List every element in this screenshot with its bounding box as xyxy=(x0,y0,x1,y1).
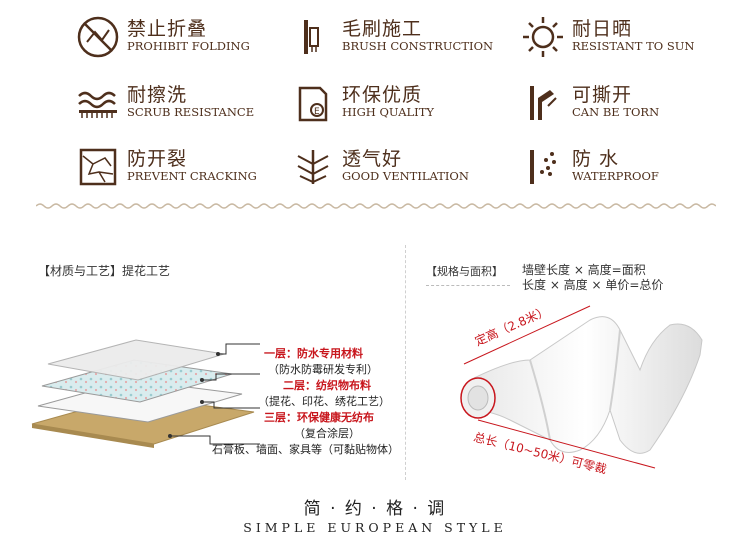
wallpaper-sheet xyxy=(469,316,703,454)
feature-subtitle: PREVENT CRACKING xyxy=(127,169,257,183)
feature-subtitle: CAN BE TORN xyxy=(572,105,660,119)
feature-subtitle: WATERPROOF xyxy=(572,169,659,183)
wavy-divider xyxy=(36,203,716,209)
price-formula: 长度 × 高度 × 单价=总价 xyxy=(522,278,664,292)
crack-icon xyxy=(79,148,117,186)
base-surfaces-label: 石膏板、墙面、家具等（可黏贴物体） xyxy=(212,443,399,456)
brush-icon xyxy=(304,20,319,54)
feature-title: 防开裂 xyxy=(127,148,188,170)
waterproof-icon xyxy=(530,150,556,184)
spec-header-underline xyxy=(426,285,510,286)
feature-subtitle: PROHIBIT FOLDING xyxy=(127,39,250,53)
footer-english-slogan: SIMPLE EUROPEAN STYLE xyxy=(243,520,507,535)
feature-prevent-cracking: 防开裂 PREVENT CRACKING xyxy=(75,142,295,192)
layer1-title: 一层：防水专用材料 xyxy=(264,347,363,360)
tear-icon xyxy=(530,86,557,120)
feature-subtitle: BRUSH CONSTRUCTION xyxy=(342,39,494,53)
footer-chinese-slogan: 简 · 约 · 格 · 调 xyxy=(303,499,447,519)
feature-title: 可撕开 xyxy=(572,84,633,106)
feature-prohibit-folding: 禁止折叠 PROHIBIT FOLDING xyxy=(75,12,295,62)
eco-roll-icon: E xyxy=(298,86,328,122)
feature-brush-construction: 毛刷施工 BRUSH CONSTRUCTION xyxy=(290,12,510,62)
layer2-title: 二层：纺织物布料 xyxy=(283,379,371,392)
feature-subtitle: GOOD VENTILATION xyxy=(342,169,469,183)
feature-scrub-resistance: 耐擦洗 SCRUB RESISTANCE xyxy=(75,78,295,128)
material-header: 【材质与工艺】提花工艺 xyxy=(38,264,171,278)
wallpaper-roll-illustration xyxy=(460,305,703,469)
feature-subtitle: RESISTANT TO SUN xyxy=(572,39,695,53)
feature-title: 毛刷施工 xyxy=(342,18,423,40)
material-layers-diagram xyxy=(31,339,255,448)
feature-title: 禁止折叠 xyxy=(127,18,208,40)
feature-resistant-to-sun: 耐日晒 RESISTANT TO SUN xyxy=(520,12,740,62)
svg-text:E: E xyxy=(314,107,320,117)
feature-good-ventilation: 透气好 GOOD VENTILATION xyxy=(290,142,510,192)
area-formula: 墙壁长度 × 高度=面积 xyxy=(522,263,646,277)
feature-waterproof: 防 水 WATERPROOF xyxy=(520,142,740,192)
feature-title: 耐擦洗 xyxy=(127,84,188,106)
leader-lines xyxy=(168,343,260,445)
no-folding-icon xyxy=(77,16,119,58)
feature-title: 防 水 xyxy=(572,148,620,170)
section-separator xyxy=(405,245,406,480)
layer-base-board-edge xyxy=(32,424,154,448)
layer2-subtitle: （提花、印花、绣花工艺） xyxy=(258,395,390,408)
height-dimension-line xyxy=(463,305,591,365)
spec-header: 【规格与面积】 xyxy=(426,265,503,278)
scrub-waves-icon xyxy=(78,91,117,118)
layer1-subtitle: （防水防霉研发专利） xyxy=(268,363,378,376)
feature-subtitle: SCRUB RESISTANCE xyxy=(127,105,255,119)
length-dimension-line xyxy=(477,419,656,469)
feature-high-quality: E 环保优质 HIGH QUALITY xyxy=(290,78,510,128)
layer3-subtitle: （复合涂层） xyxy=(294,427,360,440)
feature-title: 透气好 xyxy=(342,148,403,170)
ventilation-icon xyxy=(297,150,329,184)
feature-title: 环保优质 xyxy=(342,84,423,106)
feature-can-be-torn: 可撕开 CAN BE TORN xyxy=(520,78,740,128)
layer3-title: 三层：环保健康无纺布 xyxy=(264,411,374,424)
feature-subtitle: HIGH QUALITY xyxy=(342,105,434,119)
sun-icon xyxy=(523,17,563,57)
feature-title: 耐日晒 xyxy=(572,18,633,40)
